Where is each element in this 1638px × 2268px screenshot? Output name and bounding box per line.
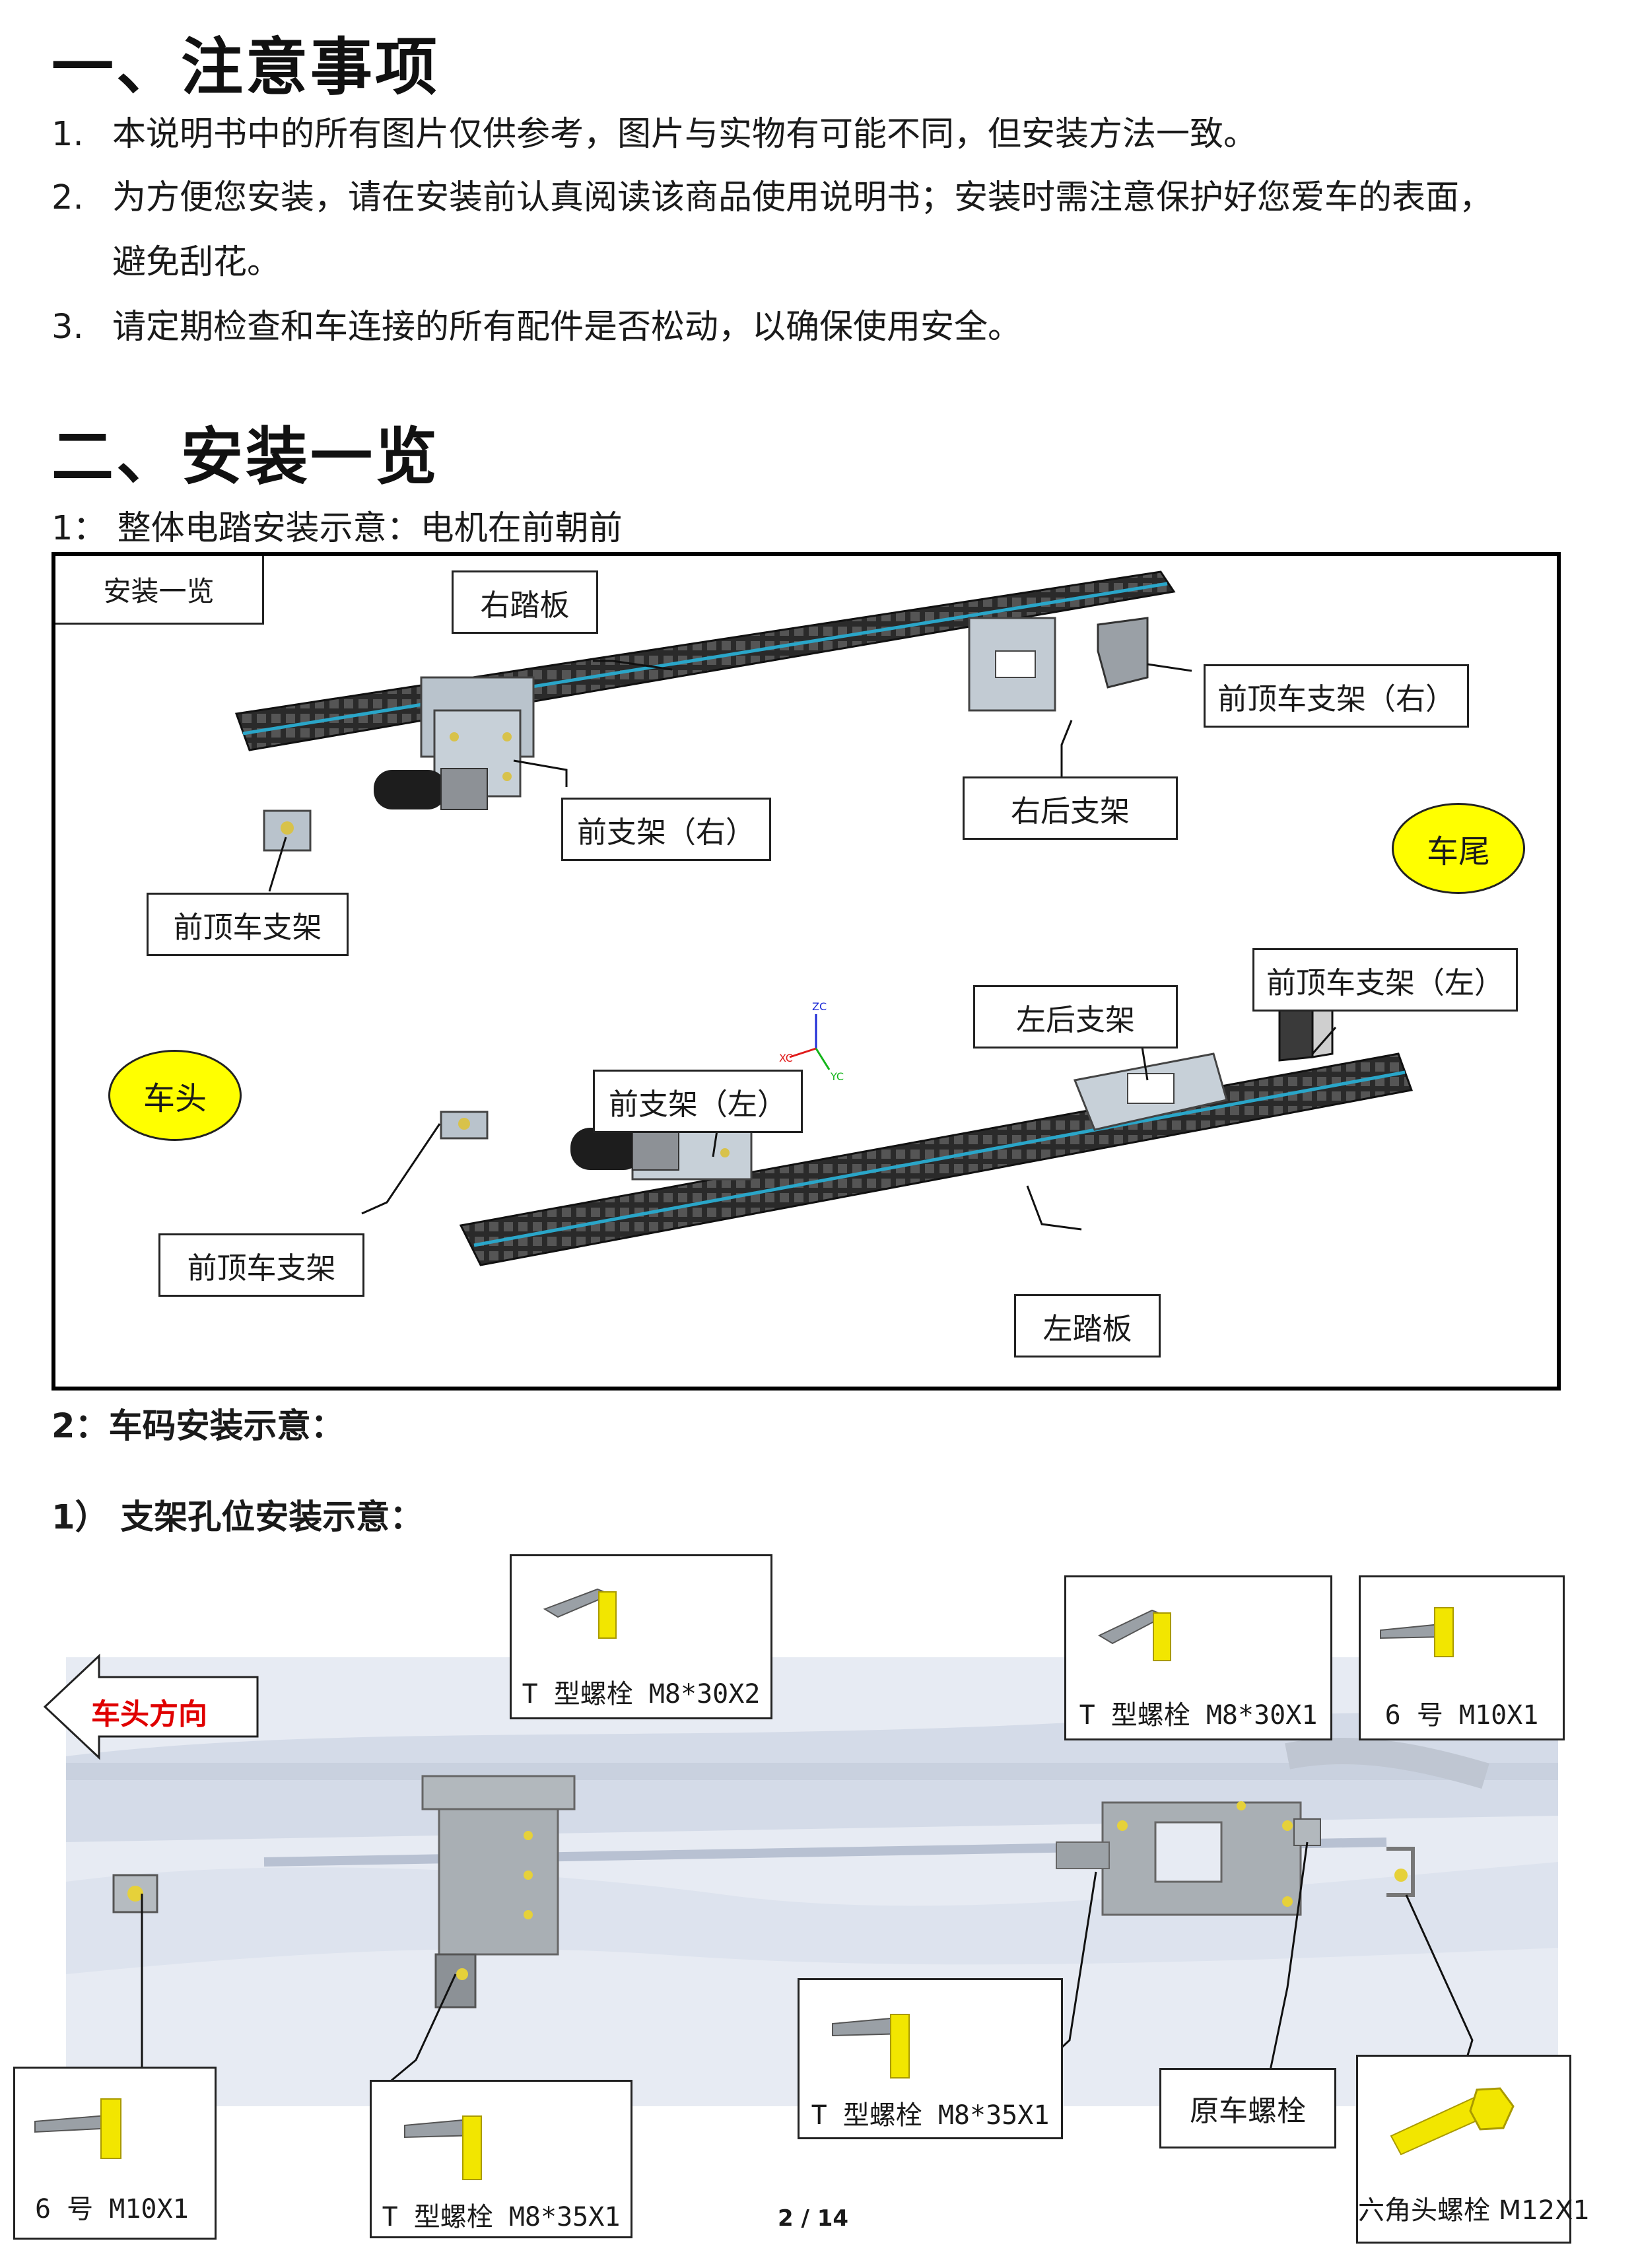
running-board-illustration: ZC YC XC [234, 570, 1414, 1266]
label-front-top: 前顶车支架 [147, 893, 349, 956]
small-front-top-bracket-right [263, 809, 312, 852]
rear-top-clip [1386, 1847, 1415, 1897]
no6-bolt-icon [1380, 1607, 1454, 1657]
head-direction-label: 车头方向 [91, 1698, 207, 1731]
bolt-box-original: 原车螺栓 [1159, 2068, 1336, 2148]
right-rear-bracket [968, 617, 1056, 712]
right-front-bracket [420, 676, 535, 798]
head-direction-arrow [43, 1653, 259, 1760]
overview-subtitle: 1： 整体电踏安装示意：电机在前朝前 [51, 509, 623, 548]
notice-item-2-continued: 避免刮花。 [112, 243, 281, 282]
right-front-top-bracket-part [1097, 617, 1149, 689]
bolt-box-no6-m10-bottom: 6 号 M10X1 [13, 2067, 217, 2240]
underbody-illustration [66, 1657, 1558, 2106]
hex-bolt-icon [1390, 2087, 1515, 2156]
t-bolt-icon [404, 2115, 482, 2180]
bolt-box-hex-m12: 六角头螺栓 M12X1 [1356, 2055, 1590, 2244]
front-bracket-mount [421, 1775, 576, 2009]
tail-marker: 车尾 [1392, 803, 1525, 894]
vehicle-mount-subtitle: 2：车码安装示意： [51, 1407, 345, 1446]
page-number: 2 / 14 [778, 2205, 849, 2232]
label-right-board: 右踏板 [452, 570, 598, 634]
small-front-top-bracket-left [440, 1111, 489, 1140]
label-front-top-right: 前顶车支架（右） [1204, 664, 1469, 728]
label-left-board: 左踏板 [1014, 1294, 1161, 1357]
bolt-box-t-m8-35x1-b: T 型螺栓 M8*35X1 [798, 1978, 1063, 2139]
bracket-holes-subtitle: 1） 支架孔位安装示意： [51, 1498, 424, 1537]
right-motor [374, 768, 488, 810]
section-2-heading: 二、安装一览 [51, 421, 440, 493]
overview-title: 安装一览 [55, 556, 264, 625]
bolt-box-t-m8-30x1: T 型螺栓 M8*30X1 [1064, 1575, 1332, 1740]
left-rear-bracket [1073, 1052, 1228, 1131]
bolt-box-no6-m10-top: 6 号 M10X1 [1359, 1575, 1565, 1740]
no6-bolt-icon [34, 2098, 121, 2159]
axis-zc-label: ZC [812, 1000, 827, 1013]
label-front-top-left: 前顶车支架（左） [1252, 948, 1518, 1012]
axis-triad: ZC YC XC [779, 1000, 844, 1083]
head-marker: 车头 [108, 1050, 242, 1141]
t-bolt-icon [832, 2014, 910, 2079]
section-1-heading: 一、注意事项 [51, 32, 440, 104]
bolt-box-t-m8-30x2: T 型螺栓 M8*30X2 [510, 1554, 772, 1719]
label-left-rear: 左后支架 [973, 985, 1178, 1048]
label-front-top-2: 前顶车支架 [158, 1233, 364, 1297]
label-right-rear: 右后支架 [963, 776, 1178, 840]
t-bolt-icon [543, 1588, 617, 1639]
axis-xc-label: XC [779, 1052, 793, 1064]
front-top-clip [112, 1874, 158, 1913]
bolt-box-t-m8-35x1-a: T 型螺栓 M8*35X1 [370, 2080, 632, 2238]
overview-frame: 安装一览 [51, 552, 1561, 1391]
label-front-bracket-left: 前支架（左） [593, 1070, 803, 1133]
t-bolt-icon [1097, 1609, 1171, 1661]
axis-yc-label: YC [830, 1070, 844, 1083]
label-front-bracket-right: 前支架（右） [561, 798, 771, 861]
